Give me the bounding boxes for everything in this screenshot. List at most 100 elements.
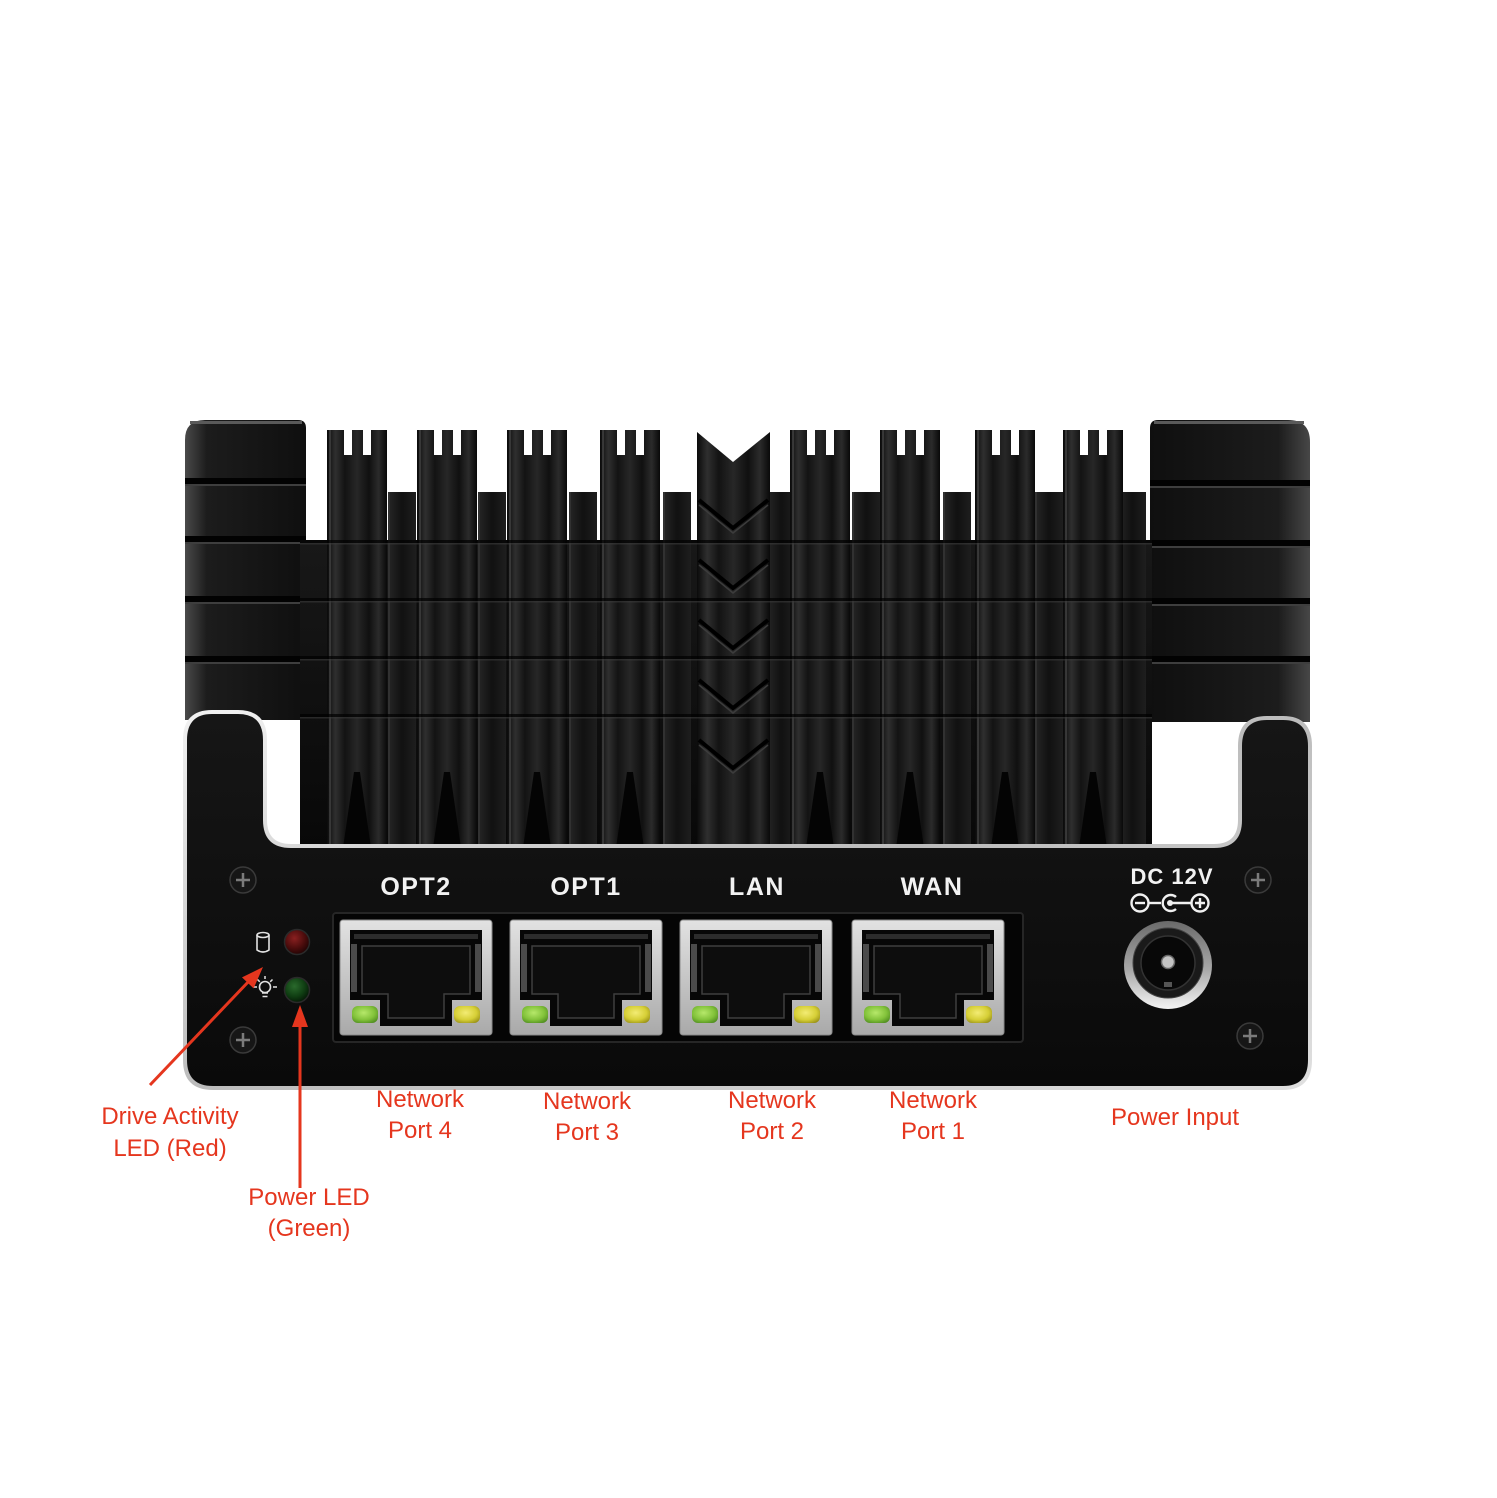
heatsink-fin-edge	[1065, 430, 1067, 848]
port-cavity	[531, 945, 641, 1019]
heatsink-fin-notch	[992, 429, 1000, 455]
jack-pin	[1160, 954, 1176, 970]
heatsink-cut	[300, 656, 1152, 659]
port-activity-led	[454, 1006, 480, 1023]
heatsink-chevron-highlight	[698, 504, 769, 534]
heatsink-fin-edge	[509, 430, 511, 848]
polarity-icon	[1130, 893, 1210, 913]
heatsink-fin-notch	[1011, 429, 1019, 455]
port-contacts	[866, 934, 990, 939]
heatsink-chevron-highlight	[698, 744, 769, 774]
heatsink-fin-edge	[663, 492, 665, 848]
heatsink-fin-notch	[636, 429, 644, 455]
drive-icon	[256, 931, 270, 953]
annotation-power-led-line1: Power LED	[248, 1184, 369, 1211]
heatsink-chevron	[697, 738, 770, 771]
heatsink-fin-notch	[434, 429, 442, 455]
heatsink-fin-edge	[943, 492, 945, 848]
port-contacts	[694, 934, 818, 939]
heatsink-fin-notch	[524, 429, 532, 455]
heatsink-fin-rear	[663, 492, 691, 848]
rail-groove	[1150, 540, 1310, 546]
left-rail-top-edge	[190, 421, 302, 424]
drive-activity-led	[283, 928, 311, 956]
port-label-opt2: OPT2	[380, 873, 451, 901]
heatsink-fin-notch	[363, 429, 371, 455]
annotation-port1-line2: Port 1	[901, 1118, 965, 1145]
annotation-port4-line2: Port 4	[388, 1117, 452, 1144]
heatsink-fin-edge	[602, 430, 604, 848]
heatsink-fin-notch	[344, 429, 352, 455]
heatsink-fin-split	[806, 772, 834, 848]
port-side-wall	[863, 944, 869, 992]
heatsink-fin-edge	[882, 430, 884, 848]
port-link-led	[352, 1006, 378, 1023]
port-side-wall	[987, 944, 993, 992]
rail-groove	[185, 656, 306, 662]
heatsink-fin-notch	[453, 429, 461, 455]
annotation-port4-line1: Network	[376, 1086, 465, 1113]
heatsink-fin-rear	[388, 492, 416, 848]
heatsink-fin-edge	[478, 492, 480, 848]
port-side-wall	[521, 944, 527, 992]
rail-groove	[185, 478, 306, 484]
rail-groove-highlight	[1150, 486, 1310, 488]
rail-groove	[185, 596, 306, 602]
rj45-port-lan	[679, 919, 833, 1036]
port-activity-led	[624, 1006, 650, 1023]
rj45-port-opt2	[339, 919, 493, 1036]
power-led	[283, 976, 311, 1004]
heatsink-fin-rear	[943, 492, 971, 848]
port-contacts	[354, 934, 478, 939]
port-side-wall	[351, 944, 357, 992]
heatsink-fin-rear	[478, 492, 506, 848]
heatsink-chevron	[697, 558, 770, 591]
rail-groove	[1150, 480, 1310, 486]
port-link-led	[692, 1006, 718, 1023]
port-cavity	[701, 945, 811, 1019]
heatsink-fin-notch	[916, 429, 924, 455]
port-side-wall	[815, 944, 821, 992]
right-rail-body	[1150, 420, 1310, 722]
heatsink-fin-edge	[569, 492, 571, 848]
screw-icon	[1244, 866, 1272, 894]
rail-groove-highlight	[185, 484, 306, 486]
port-side-wall	[691, 944, 697, 992]
heatsink-fin-split	[523, 772, 551, 848]
heatsink-fin-edge	[388, 492, 390, 848]
port-label-opt1: OPT1	[550, 873, 621, 901]
heatsink-cut	[300, 598, 1152, 601]
rail-groove-highlight	[185, 542, 306, 544]
front-panel: OPT2 OPT1 LAN WAN	[183, 710, 1312, 1090]
heatsink-fin-edge	[1035, 492, 1037, 848]
right-rail	[1150, 420, 1310, 722]
heatsink-fin-split	[1079, 772, 1107, 848]
heatsink-fin-split	[433, 772, 461, 848]
arrow-icon	[148, 967, 263, 1087]
heatsink-fin-edge	[329, 430, 331, 848]
heatsink-fin-edge	[792, 430, 794, 848]
rj45-port-wan	[851, 919, 1005, 1036]
rail-groove	[1150, 598, 1310, 604]
port-label-lan: LAN	[729, 873, 785, 901]
heatsink-fin-split	[991, 772, 1019, 848]
heatsink-center-fin	[697, 432, 770, 848]
heatsink-cut	[300, 714, 1152, 717]
rj45-port-opt1	[509, 919, 663, 1036]
right-rail-top-edge	[1154, 421, 1304, 424]
power-rating-label: DC 12V	[1130, 864, 1213, 889]
port-cavity	[873, 945, 983, 1019]
heatsink-fin-rear	[569, 492, 597, 848]
rail-groove-highlight	[1150, 604, 1310, 606]
screw-icon	[1236, 1022, 1264, 1050]
heatsink-cut-highlight	[300, 543, 1152, 545]
port-contacts	[524, 934, 648, 939]
port-bay	[332, 912, 1024, 1043]
rail-groove-highlight	[1150, 662, 1310, 664]
port-cavity	[361, 945, 471, 1019]
port-link-led	[864, 1006, 890, 1023]
heatsink-fin-rear	[1035, 492, 1063, 848]
heatsink-fin-split	[896, 772, 924, 848]
